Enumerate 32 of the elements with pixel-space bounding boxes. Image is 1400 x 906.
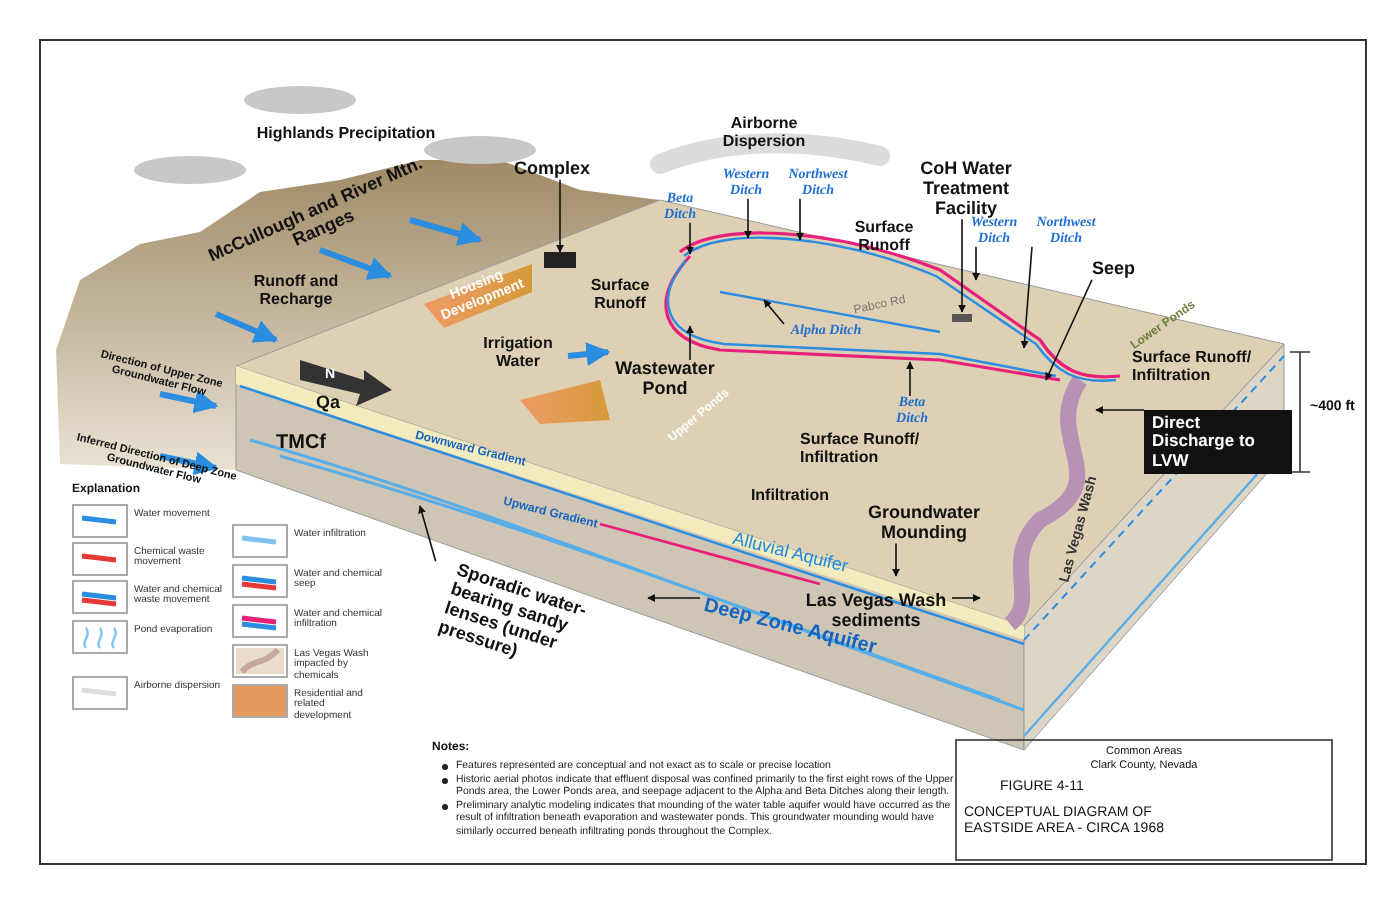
process-label: Infiltration	[748, 488, 832, 506]
leader-line	[647, 594, 701, 602]
leader-line	[686, 325, 694, 361]
leader-line	[1020, 245, 1033, 349]
callout-label: Groundwater Mounding	[864, 504, 984, 544]
unit-label: TMCf	[276, 432, 328, 454]
leader-line	[763, 299, 785, 325]
leader-line	[744, 197, 752, 239]
leader-line	[686, 221, 694, 255]
leader-line	[906, 361, 914, 397]
process-label: Airborne Dispersion	[720, 116, 808, 152]
unit-label: Qa	[316, 394, 343, 414]
area-label: Highlands Precipitation	[256, 126, 436, 144]
process-label: Surface Runoff	[588, 278, 652, 314]
callout-label: Seep	[1092, 260, 1152, 280]
leader-line	[892, 542, 900, 577]
callout-label: Complex	[512, 160, 592, 180]
leader-line	[796, 197, 804, 241]
process-label: Surface Runoff	[852, 220, 916, 256]
leader-line	[556, 179, 564, 253]
building-shape	[544, 252, 576, 268]
leader-line	[972, 245, 980, 281]
process-label: Surface Runoff/ Infiltration	[800, 432, 922, 468]
leader-line	[951, 594, 981, 602]
leader-line	[1095, 406, 1145, 414]
unit-label: Alluvial Aquifer	[728, 526, 853, 581]
process-label: Irrigation Water	[481, 336, 555, 372]
leader-line	[958, 218, 966, 313]
callout-label: CoH Water Treatment Facility	[908, 160, 1024, 220]
callout-box: Direct Discharge to LVW	[1144, 410, 1292, 475]
process-label: Surface Runoff/ Infiltration	[1132, 350, 1254, 386]
process-label: Runoff and Recharge	[251, 274, 341, 310]
